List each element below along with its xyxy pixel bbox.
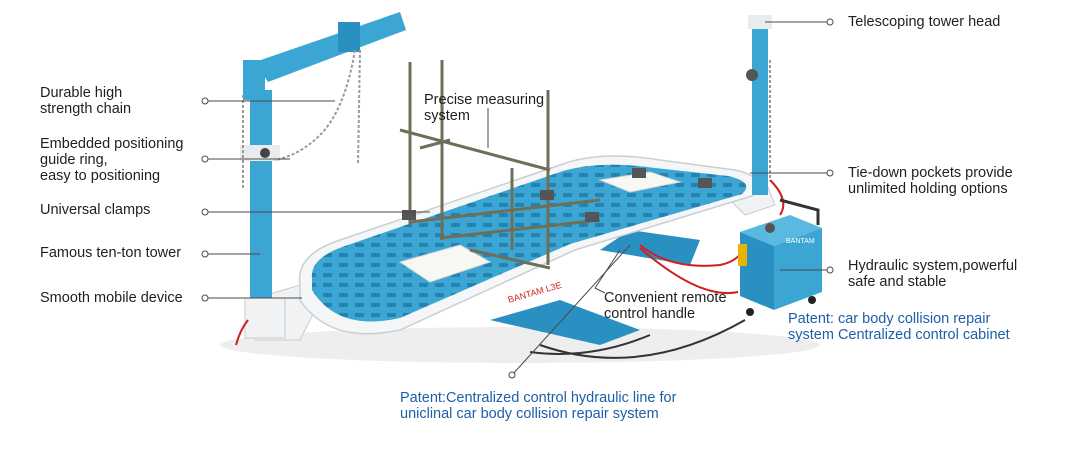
universal-clamps bbox=[402, 168, 712, 222]
control-cabinet: BANTAM bbox=[738, 198, 822, 316]
bench-frame: BANTAM L3E bbox=[298, 155, 759, 335]
callout-clamps: Universal clamps bbox=[40, 202, 151, 218]
callout-hydraulic: Hydraulic system,powerful safe and stabl… bbox=[848, 258, 1018, 290]
leader-lines bbox=[205, 21, 830, 376]
callout-remote: Convenient remote control handle bbox=[604, 290, 727, 322]
chains bbox=[242, 49, 771, 190]
callout-guide-ring: Embedded positioning guide ring, easy to… bbox=[40, 136, 184, 184]
measuring-system bbox=[399, 60, 601, 270]
callout-mobile: Smooth mobile device bbox=[40, 290, 183, 306]
callout-tie-down: Tie-down pockets provide unlimited holdi… bbox=[848, 165, 1013, 197]
leader-endpoints bbox=[201, 18, 834, 379]
callout-chain: Durable high strength chain bbox=[40, 85, 132, 117]
right-tower bbox=[746, 15, 772, 195]
callout-tower-head: Telescoping tower head bbox=[848, 14, 1001, 30]
callout-tower: Famous ten-ton tower bbox=[40, 245, 182, 261]
callout-cabinet: Patent: car body collision repair system… bbox=[788, 311, 1010, 343]
callout-measuring: Precise measuring system bbox=[424, 92, 545, 124]
floor-shadow bbox=[220, 327, 820, 363]
cabinet-badge: BANTAM bbox=[786, 238, 815, 245]
left-tower bbox=[240, 12, 406, 339]
hydraulic-hoses bbox=[235, 179, 785, 359]
callout-hydraulic-line: Patent:Centralized control hydraulic lin… bbox=[400, 390, 677, 422]
